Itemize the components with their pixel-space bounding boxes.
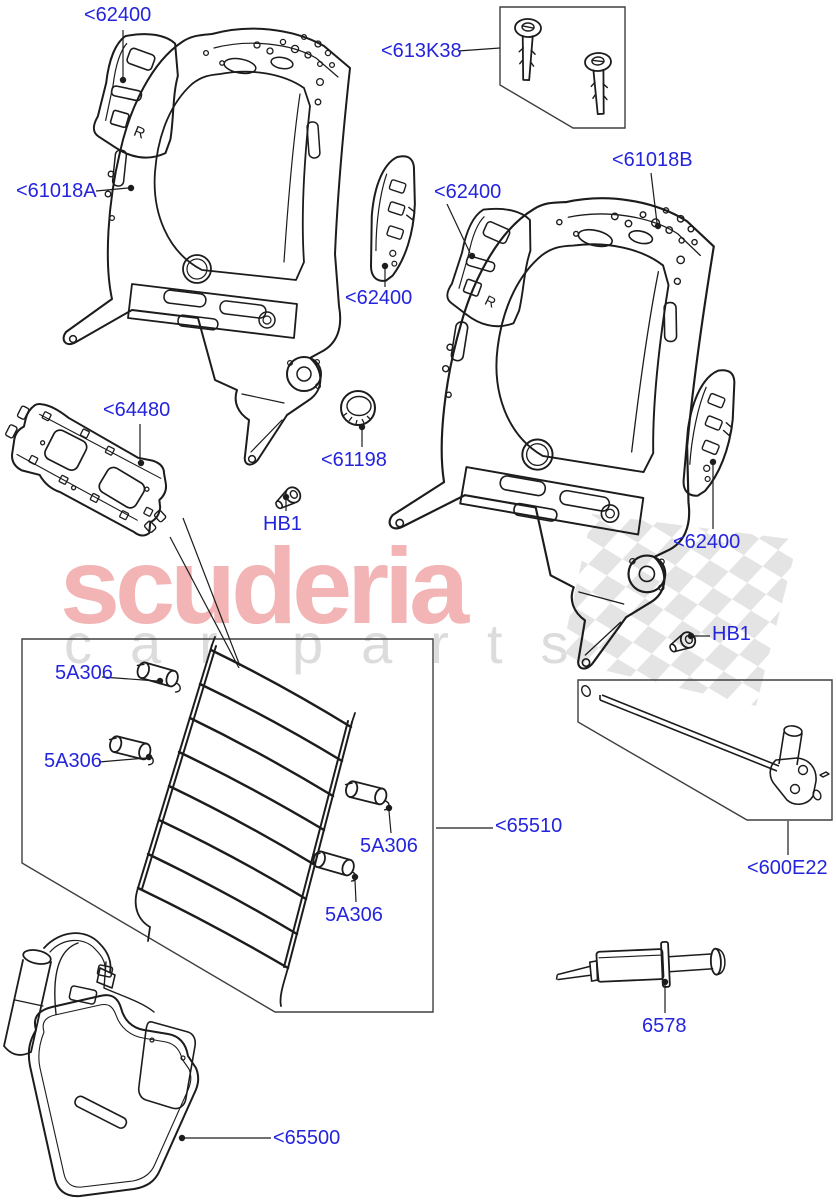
trim-pad-middle <box>442 202 537 331</box>
watermark-checkered-flag <box>560 514 798 706</box>
part-label-6578[interactable]: 6578 <box>642 1015 687 1037</box>
trim-strip-far-right <box>673 364 745 502</box>
part-label-65500[interactable]: <65500 <box>273 1127 341 1149</box>
damper-1 <box>132 659 186 694</box>
part-label-HB1-right[interactable]: HB1 <box>712 623 751 645</box>
watermark-tagline-parts: parts <box>292 612 607 675</box>
part-label-62400-far-right[interactable]: <62400 <box>673 531 741 553</box>
part-label-5A306-1[interactable]: 5A306 <box>55 662 113 684</box>
box-600E22 <box>577 679 833 821</box>
part-label-64480[interactable]: <64480 <box>103 399 171 421</box>
part-label-62400-left-frame[interactable]: <62400 <box>345 287 413 309</box>
part-label-62400-top-left[interactable]: <62400 <box>84 4 152 26</box>
watermark-brand: scuderia <box>60 525 469 646</box>
box-613K38 <box>499 6 626 129</box>
damper-3 <box>341 778 394 812</box>
part-label-61198[interactable]: <61198 <box>321 449 387 471</box>
part-label-61018B[interactable]: <61018B <box>612 149 693 171</box>
lumbar-grid-65510 <box>134 636 356 1007</box>
leader-dots <box>119 76 717 1142</box>
part-boxes <box>21 6 833 1013</box>
leader-lines <box>95 30 789 1139</box>
watermark-tagline-car: car <box>64 612 256 675</box>
back-panel-65500 <box>3 932 200 1198</box>
part-label-600E22[interactable]: <600E22 <box>747 857 828 879</box>
part-label-62400-upper-middle[interactable]: <62400 <box>434 181 502 203</box>
part-label-HB1-left[interactable]: HB1 <box>263 513 302 535</box>
bracket-64480 <box>5 403 168 537</box>
recliner-rod-600E22 <box>580 685 830 805</box>
push-pin-1 <box>512 17 543 82</box>
push-pin-2 <box>583 51 615 116</box>
part-label-5A306-4[interactable]: 5A306 <box>325 904 383 926</box>
round-cap-61198 <box>340 390 376 426</box>
part-label-5A306-2[interactable]: 5A306 <box>44 750 102 772</box>
part-label-65510[interactable]: <65510 <box>495 815 563 837</box>
part-label-613K38[interactable]: <613K38 <box>381 40 462 62</box>
part-label-61018A[interactable]: <61018A <box>16 180 97 202</box>
trim-strip-left-frame <box>361 151 424 286</box>
pointer-wedge <box>169 517 241 669</box>
trim-pad-top-left <box>91 29 182 161</box>
part-label-5A306-3[interactable]: 5A306 <box>360 835 418 857</box>
grease-syringe-6578 <box>555 940 726 988</box>
box-65510 <box>21 638 434 1013</box>
